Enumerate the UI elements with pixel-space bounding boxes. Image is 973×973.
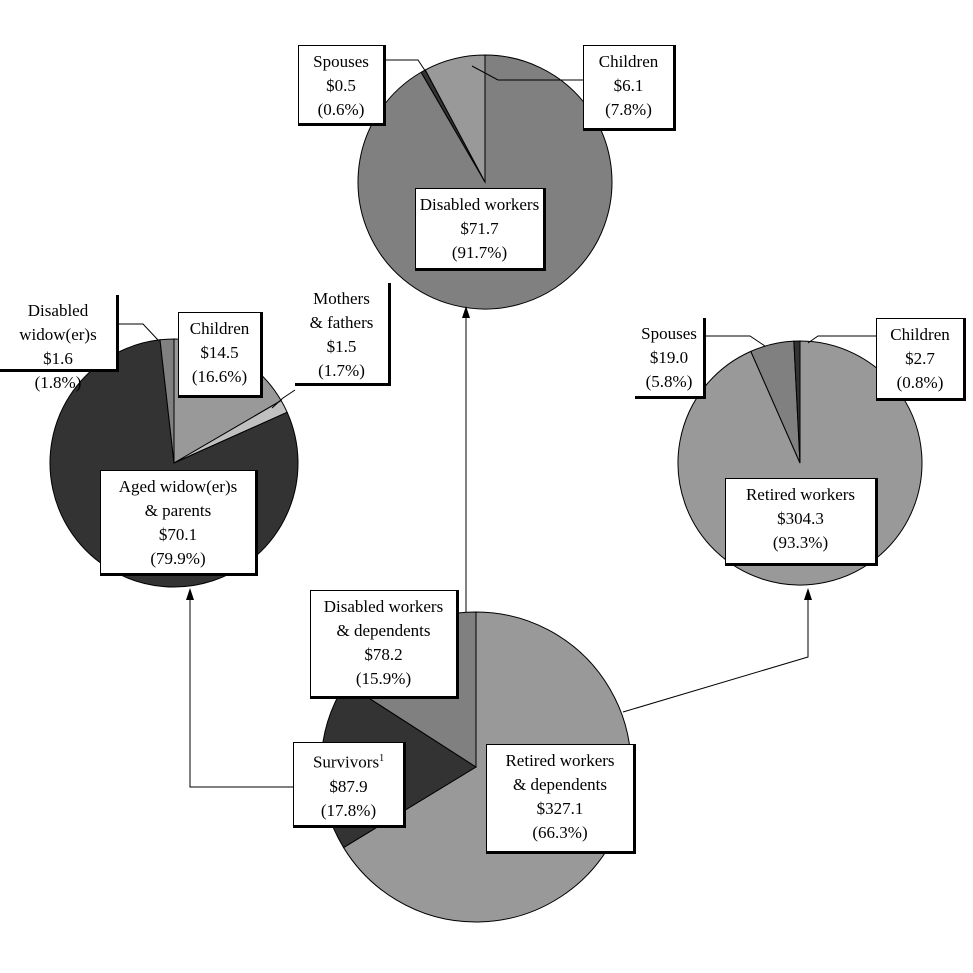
- label-value: $71.7: [460, 219, 499, 238]
- data-label-retired-workers-dependents: Retired workers & dependents $327.1 (66.3%): [486, 744, 636, 854]
- label-name: & fathers: [309, 313, 374, 332]
- data-label-disabled-workers-dependents: Disabled workers & dependents $78.2 (15.9%): [310, 590, 459, 699]
- label-name: Children: [890, 325, 950, 344]
- data-label-retired-workers: Retired workers $304.3 (93.3%): [725, 478, 878, 566]
- label-name: Aged widow(er)s: [118, 477, 238, 496]
- label-name: widow(er)s: [19, 325, 97, 344]
- arrowhead: [462, 306, 470, 318]
- leader-line: [385, 59, 427, 73]
- leader-line: [118, 323, 159, 341]
- data-label-mothers-fathers: Mothers & fathers $1.5 (1.7%): [295, 283, 391, 386]
- label-name: Children: [598, 52, 659, 71]
- label-percent: (91.7%): [451, 243, 508, 262]
- label-name: Children: [189, 319, 250, 338]
- label-name: & dependents: [513, 775, 607, 794]
- footnote-marker: 1: [379, 753, 385, 764]
- label-percent: (16.6%): [191, 367, 248, 386]
- data-label-disabled-workers: Disabled workers $71.7 (91.7%): [415, 188, 546, 271]
- label-value: $1.5: [326, 337, 357, 356]
- label-name: & dependents: [336, 621, 431, 640]
- leader-line: [807, 335, 876, 344]
- label-percent: (79.9%): [150, 549, 206, 568]
- label-percent: (7.8%): [605, 100, 652, 119]
- label-name: Retired workers: [505, 751, 615, 770]
- data-label-spouses: Spouses $19.0 (5.8%): [635, 318, 706, 399]
- pie-slice-disabled-widow-er-s: [159, 338, 175, 464]
- label-percent: (15.9%): [355, 669, 412, 688]
- data-label-disabled-widow-er-s: Disabled widow(er)s $1.6 (1.8%): [0, 295, 119, 392]
- label-percent: (0.6%): [317, 100, 365, 119]
- label-value: $14.5: [200, 343, 239, 362]
- pie-slice-children: [424, 54, 486, 183]
- arrowhead: [186, 588, 194, 600]
- label-value: $19.0: [649, 348, 689, 367]
- label-name: Disabled: [27, 301, 89, 320]
- label-value: $6.1: [613, 76, 644, 95]
- data-label-spouses: Spouses $0.5 (0.6%): [298, 45, 386, 126]
- label-name: Survivors1: [312, 752, 385, 772]
- label-value: $304.3: [777, 509, 824, 528]
- label-value: $1.6: [43, 349, 73, 368]
- label-percent: (1.7%): [318, 361, 365, 380]
- label-name: & parents: [144, 501, 212, 520]
- data-label-children: Children $14.5 (16.6%): [178, 312, 263, 398]
- label-value: $2.7: [905, 349, 935, 368]
- arrow-to-retired: [622, 592, 809, 713]
- leader-line: [271, 389, 296, 409]
- leader-line: [705, 335, 766, 347]
- leader-line: [471, 65, 583, 81]
- data-label-children: Children $6.1 (7.8%): [583, 45, 676, 131]
- label-percent: (5.8%): [645, 372, 693, 391]
- label-value: $70.1: [158, 525, 198, 544]
- label-name: Disabled workers: [419, 195, 540, 214]
- label-percent: (17.8%): [320, 800, 377, 820]
- pie-slice-children: [793, 340, 801, 464]
- label-name: Spouses: [641, 324, 697, 343]
- data-label-children: Children $2.7 (0.8%): [876, 318, 966, 401]
- label-value: $327.1: [536, 799, 584, 818]
- label-percent: (93.3%): [772, 533, 829, 552]
- label-percent: (0.8%): [896, 373, 944, 392]
- label-value: $87.9: [329, 776, 368, 796]
- data-label-aged-widow-er-s-parents: Aged widow(er)s & parents $70.1 (79.9%): [100, 470, 258, 576]
- data-label-survivors: Survivors1 $87.9 (17.8%): [293, 742, 406, 828]
- label-value: $78.2: [364, 645, 403, 664]
- label-name: Mothers: [313, 289, 370, 308]
- label-value: $0.5: [326, 76, 356, 95]
- arrowhead: [804, 588, 812, 600]
- label-name: Disabled workers: [323, 597, 444, 616]
- connectors: [118, 59, 876, 788]
- label-percent: (66.3%): [532, 823, 588, 842]
- arrow-to-survivors: [189, 592, 294, 788]
- label-name: Spouses: [313, 52, 369, 71]
- label-percent: (1.8%): [34, 373, 82, 392]
- label-name: Retired workers: [745, 485, 856, 504]
